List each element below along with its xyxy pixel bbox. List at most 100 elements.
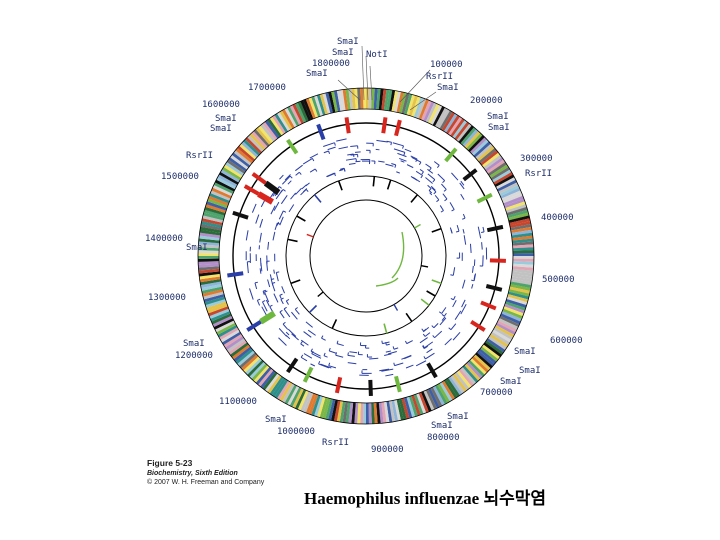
gene-segment xyxy=(360,88,364,110)
strand-fragment xyxy=(444,198,448,202)
strand-fragment xyxy=(404,148,412,153)
ring-tick xyxy=(420,298,430,306)
strand-fragment xyxy=(451,172,459,181)
strand-fragment xyxy=(283,308,291,318)
strand-fragment xyxy=(463,235,467,245)
strand-fragment xyxy=(256,300,261,306)
strand-fragment xyxy=(425,163,432,169)
gene-segment xyxy=(368,88,372,110)
leader-line xyxy=(409,91,437,111)
gene-segment xyxy=(512,244,534,249)
gene-segment xyxy=(499,185,520,197)
outer-ring-edge xyxy=(197,87,535,425)
gene-segment xyxy=(216,177,237,190)
gene-segment xyxy=(328,399,336,421)
gene-segment xyxy=(198,241,220,246)
rrna-block xyxy=(381,117,388,134)
gene-segment xyxy=(245,137,263,154)
strand-fragment xyxy=(418,161,422,165)
gene-segment xyxy=(230,154,249,170)
gene-segment xyxy=(319,93,329,115)
strand-fragment xyxy=(282,189,286,192)
rrna-block xyxy=(470,320,486,332)
gene-segment xyxy=(348,402,354,424)
gene-segment xyxy=(287,106,300,127)
gene-segment xyxy=(247,359,264,377)
strand-fragment xyxy=(450,274,454,276)
slide-title: Haemophilus influenzae 뇌수막염 xyxy=(304,489,547,508)
strand-fragment xyxy=(421,328,424,332)
gene-segment xyxy=(230,342,249,358)
strand-fragment xyxy=(393,362,396,366)
gene-segment xyxy=(437,383,450,403)
rrna-block xyxy=(302,366,314,383)
gene-segment xyxy=(316,94,326,116)
strand-fragment xyxy=(327,146,336,151)
strand-fragment xyxy=(290,192,297,200)
gene-segment xyxy=(507,291,530,300)
gene-segment xyxy=(198,271,221,277)
strand-fragment xyxy=(397,152,407,158)
gene-segment xyxy=(492,169,512,183)
rrna-block xyxy=(334,376,343,394)
strand-fragment xyxy=(442,193,448,200)
gene-segment xyxy=(383,401,390,423)
ring-tick xyxy=(431,279,442,285)
strand-fragment xyxy=(300,356,308,362)
gene-segment xyxy=(351,402,356,424)
strand-fragment xyxy=(291,311,298,320)
strand-fragment xyxy=(394,164,397,168)
strand-fragment xyxy=(264,291,270,303)
ring-tick xyxy=(421,265,429,268)
gene-segment xyxy=(388,90,396,112)
gene-segment xyxy=(198,247,220,251)
strand-fragment xyxy=(455,230,460,233)
strand-fragment xyxy=(285,331,290,336)
gene-segment xyxy=(425,389,437,410)
gene-segment xyxy=(228,157,248,172)
gene-segment xyxy=(202,215,224,223)
strand-fragment xyxy=(421,171,424,175)
strand-fragment xyxy=(415,170,423,176)
strand-fragment xyxy=(284,174,291,181)
gene-segment xyxy=(507,294,529,303)
gene-segment xyxy=(376,88,381,110)
strand-fragment xyxy=(339,169,344,172)
strand-fragment xyxy=(339,167,345,170)
gene-segment xyxy=(452,373,468,392)
gene-segment xyxy=(435,107,448,128)
inner-ring-inner xyxy=(309,199,423,313)
gene-segment xyxy=(475,352,493,369)
gene-segment xyxy=(512,258,534,262)
rrna-block xyxy=(232,210,249,220)
gene-segment xyxy=(510,278,532,286)
gene-segment xyxy=(208,195,229,206)
strand-fragment xyxy=(423,356,426,360)
enzyme-label: SmaI xyxy=(447,412,469,422)
strand-fragment xyxy=(280,299,284,305)
strand-fragment xyxy=(311,350,314,354)
gene-segment xyxy=(198,261,220,265)
gene-segment xyxy=(403,397,413,419)
gene-segment xyxy=(509,284,531,291)
gene-segment xyxy=(489,333,509,348)
gene-segment xyxy=(255,366,272,385)
strand-fragment xyxy=(269,304,273,308)
gene-segment xyxy=(512,238,534,244)
gene-segment xyxy=(216,322,237,335)
gene-segment xyxy=(481,344,501,360)
strand-fragment xyxy=(415,360,427,367)
strand-fragment xyxy=(420,175,423,179)
position-label: 1500000 xyxy=(161,172,199,182)
gene-segment xyxy=(486,159,506,174)
gene-segment xyxy=(391,90,399,112)
gene-segment xyxy=(198,255,220,259)
strand-fragment xyxy=(282,323,289,330)
strand-fragment xyxy=(453,295,456,300)
gene-segment xyxy=(231,152,251,168)
gene-segment xyxy=(458,368,474,387)
enzyme-label: SmaI xyxy=(337,37,359,47)
gene-segment xyxy=(303,99,314,120)
gene-segment xyxy=(501,190,522,201)
strand-fragment xyxy=(264,290,268,293)
